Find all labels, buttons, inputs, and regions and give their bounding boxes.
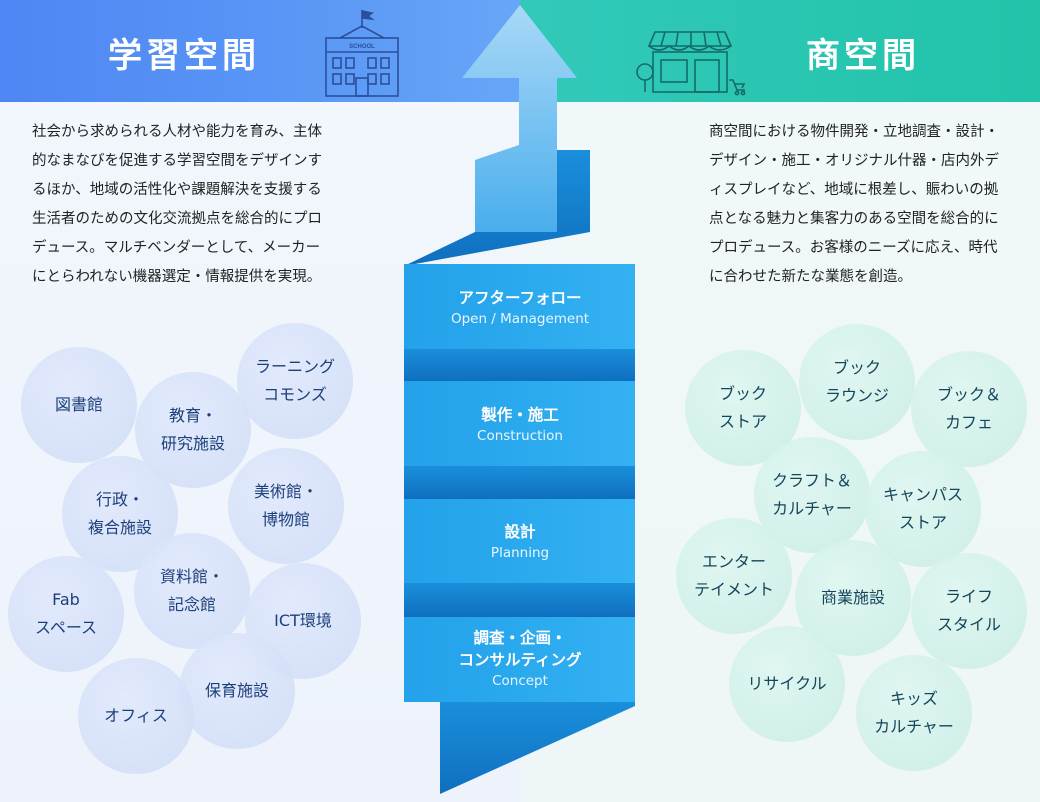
bubble-book-lounge: ブック ラウンジ <box>799 324 915 440</box>
school-sign-text: SCHOOL <box>349 44 375 50</box>
commercial-space-header <box>520 0 1040 102</box>
bubble-education-research: 教育・ 研究施設 <box>135 372 251 488</box>
ribbon-fold-2 <box>404 466 635 499</box>
step-concept-jp: 調査・企画・ コンサルティング <box>458 629 582 669</box>
step-concept: 調査・企画・ コンサルティング Concept <box>404 627 636 691</box>
step-planning-en: Planning <box>490 545 550 561</box>
school-building-icon: SCHOOL <box>325 10 399 97</box>
ribbon-fold-1 <box>404 349 635 381</box>
bubble-fab-space: Fab スペース <box>8 556 124 672</box>
storefront-icon <box>636 31 746 96</box>
bubble-book-cafe: ブック＆ カフェ <box>911 351 1027 467</box>
ribbon-fold-3 <box>404 583 635 617</box>
step-panel-planning <box>404 499 635 583</box>
bubble-campus-store: キャンパス ストア <box>865 451 981 567</box>
bubble-library: 図書館 <box>21 347 137 463</box>
bubble-entertainment: エンター テイメント <box>676 518 792 634</box>
step-panel-concept <box>404 617 635 702</box>
bubble-recycle: リサイクル <box>729 626 845 742</box>
bubble-learning-commons: ラーニング コモンズ <box>237 323 353 439</box>
bubble-museum: 美術館・ 博物館 <box>228 448 344 564</box>
bubble-childcare-facility: 保育施設 <box>179 633 295 749</box>
up-arrow-icon <box>462 5 577 232</box>
bubble-lifestyle: ライフ スタイル <box>911 553 1027 669</box>
step-construction-jp: 製作・施工 <box>481 406 559 424</box>
learning-space-title: 学習空間 <box>108 36 260 76</box>
step-aftercare: アフターフォロー Open / Management <box>404 287 636 329</box>
bubble-kids-culture: キッズ カルチャー <box>856 655 972 771</box>
commercial-space-title: 商空間 <box>806 36 920 76</box>
step-construction: 製作・施工 Construction <box>404 404 636 446</box>
ribbon-tail <box>440 702 635 794</box>
learning-space-description: 社会から求められる人材や能力を育み、主体的なまなびを促進する学習空間をデザインす… <box>32 124 322 285</box>
bubble-office: オフィス <box>78 658 194 774</box>
step-planning: 設計 Planning <box>404 521 636 563</box>
step-aftercare-en: Open / Management <box>450 311 590 327</box>
step-aftercare-jp: アフターフォロー <box>458 289 582 307</box>
step-concept-en: Concept <box>492 673 548 689</box>
bubble-archive-memorial: 資料館・ 記念館 <box>134 533 250 649</box>
commercial-space-description: 商空間における物件開発・立地調査・設計・デザイン・施工・オリジナル什器・店内外デ… <box>709 124 999 285</box>
step-panel-aftercare <box>404 264 635 349</box>
step-planning-jp: 設計 <box>504 523 536 541</box>
learning-space-header <box>0 0 520 102</box>
step-construction-en: Construction <box>477 428 563 444</box>
step-panel-construction <box>404 381 635 466</box>
